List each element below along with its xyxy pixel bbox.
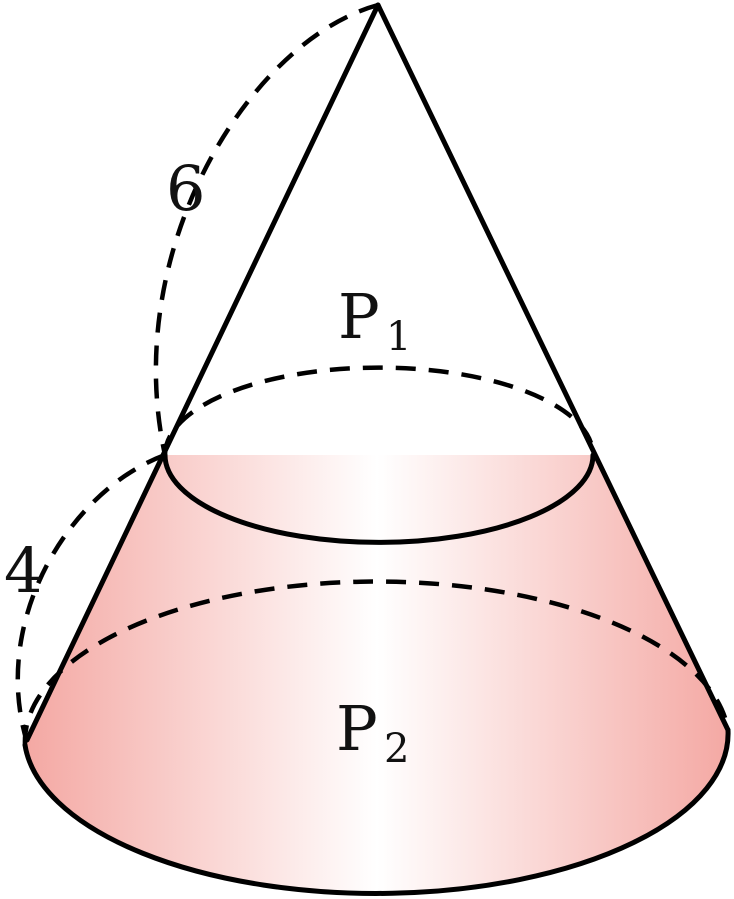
- lower-slant-length-label: 4: [4, 534, 43, 607]
- base-circle-front: [22, 727, 731, 896]
- p1-subscript: 1: [386, 314, 411, 360]
- cone-right-slant-edge: [375, 2, 731, 733]
- plane-label-p1: P 1: [338, 280, 411, 360]
- p1-letter: P: [338, 280, 380, 353]
- lower-slant-dimension-arc: [15, 452, 166, 743]
- p2-subscript: 2: [384, 726, 409, 772]
- upper-slant-dimension-arc: [153, 2, 379, 456]
- plane-label-p2: P 2: [336, 692, 409, 772]
- upper-circle-back-dashed: [162, 365, 596, 456]
- p2-letter: P: [336, 692, 378, 765]
- upper-slant-length-label: 6: [166, 152, 205, 225]
- upper-circle-front: [162, 452, 596, 545]
- cone-left-slant-edge: [24, 2, 381, 743]
- frustum-body: [25, 455, 729, 894]
- base-circle-back-dashed: [22, 579, 731, 746]
